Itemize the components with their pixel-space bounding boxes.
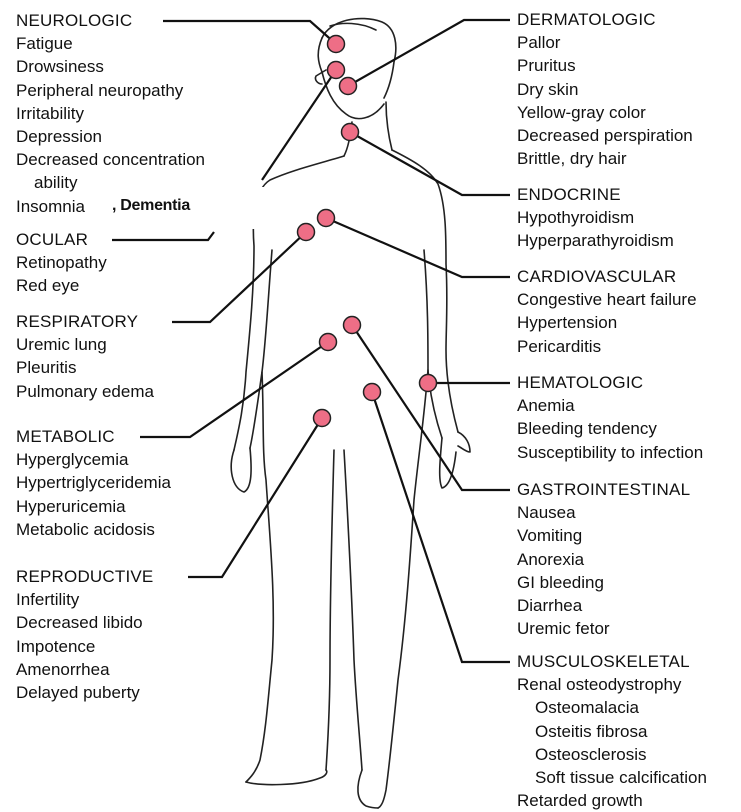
list-item: Pericarditis [517, 335, 697, 358]
leader-ocular-up [262, 70, 336, 180]
list-item: Hyperparathyroidism [517, 229, 674, 252]
list-item: Decreased concentration [16, 148, 205, 171]
group-endocrine: ENDOCRINE Hypothyroidism Hyperparathyroi… [517, 183, 674, 253]
leader-endocrine [350, 132, 510, 195]
group-title-reproductive: REPRODUCTIVE [16, 565, 153, 588]
dot-heart [318, 210, 335, 227]
dot-lung [298, 224, 315, 241]
list-item: Uremic fetor [517, 617, 690, 640]
list-item: Anemia [517, 394, 703, 417]
group-reproductive: REPRODUCTIVE Infertility Decreased libid… [16, 565, 153, 704]
dot-head [328, 36, 345, 53]
group-title-neurologic: NEUROLOGIC [16, 9, 205, 32]
list-item: Impotence [16, 635, 153, 658]
leader-dermatologic [348, 20, 510, 86]
list-item: Fatigue [16, 32, 205, 55]
group-ocular: OCULAR Retinopathy Red eye [16, 228, 107, 298]
list-item: Pleuritis [16, 356, 154, 379]
list-item: Depression [16, 125, 205, 148]
list-item: Vomiting [517, 524, 690, 547]
list-item: Hypothyroidism [517, 206, 674, 229]
dot-bone [364, 384, 381, 401]
list-item: Hypertension [517, 311, 697, 334]
leader-respiratory [172, 232, 306, 322]
dot-face [340, 78, 357, 95]
list-item: Decreased perspiration [517, 124, 693, 147]
list-item: Hyperuricemia [16, 495, 171, 518]
group-metabolic: METABOLIC Hyperglycemia Hypertriglycerid… [16, 425, 171, 541]
list-item: Pallor [517, 31, 693, 54]
list-item: Anorexia [517, 548, 690, 571]
list-item: Bleeding tendency [517, 417, 703, 440]
group-title-musculoskeletal: MUSCULOSKELETAL [517, 650, 707, 673]
list-item: Drowsiness [16, 55, 205, 78]
list-item: Retarded growth [517, 789, 707, 812]
list-item: Uremic lung [16, 333, 154, 356]
leader-cardiovascular [326, 218, 510, 277]
group-title-ocular: OCULAR [16, 228, 107, 251]
group-dermatologic: DERMATOLOGIC Pallor Pruritus Dry skin Ye… [517, 8, 693, 170]
list-item: Dry skin [517, 78, 693, 101]
group-title-metabolic: METABOLIC [16, 425, 171, 448]
leader-reproductive [188, 418, 322, 577]
dot-arm [420, 375, 437, 392]
list-item: Peripheral neuropathy [16, 79, 205, 102]
list-item: Brittle, dry hair [517, 147, 693, 170]
list-item: Yellow-gray color [517, 101, 693, 124]
leader-metabolic [140, 342, 328, 437]
list-item: Susceptibility to infection [517, 441, 703, 464]
dot-neck [342, 124, 359, 141]
list-item: Hypertriglyceridemia [16, 471, 171, 494]
list-item: Red eye [16, 274, 107, 297]
group-hematologic: HEMATOLOGIC Anemia Bleeding tendency Sus… [517, 371, 703, 464]
list-item: Retinopathy [16, 251, 107, 274]
list-item: Pruritus [517, 54, 693, 77]
list-item: Metabolic acidosis [16, 518, 171, 541]
list-item: Renal osteodystrophy [517, 673, 707, 696]
overlay-text: , Dementia [112, 197, 190, 215]
list-item: Hyperglycemia [16, 448, 171, 471]
list-item: Osteosclerosis [517, 743, 707, 766]
list-item: Osteomalacia [517, 696, 707, 719]
list-item: Pulmonary edema [16, 380, 154, 403]
group-title-respiratory: RESPIRATORY [16, 310, 154, 333]
list-item: Delayed puberty [16, 681, 153, 704]
list-item: Infertility [16, 588, 153, 611]
organ-dots [298, 36, 437, 427]
list-item: Irritability [16, 102, 205, 125]
group-musculoskeletal: MUSCULOSKELETAL Renal osteodystrophy Ost… [517, 650, 707, 812]
list-item: Diarrhea [517, 594, 690, 617]
dot-liver [320, 334, 337, 351]
group-title-gastrointestinal: GASTROINTESTINAL [517, 478, 690, 501]
dot-pelvis [314, 410, 331, 427]
group-cardiovascular: CARDIOVASCULAR Congestive heart failure … [517, 265, 697, 358]
list-item: Congestive heart failure [517, 288, 697, 311]
group-title-dermatologic: DERMATOLOGIC [517, 8, 693, 31]
dot-stomach [344, 317, 361, 334]
group-respiratory: RESPIRATORY Uremic lung Pleuritis Pulmon… [16, 310, 154, 403]
group-gastrointestinal: GASTROINTESTINAL Nausea Vomiting Anorexi… [517, 478, 690, 640]
group-title-endocrine: ENDOCRINE [517, 183, 674, 206]
dot-eye [328, 62, 345, 79]
group-title-hematologic: HEMATOLOGIC [517, 371, 703, 394]
leader-gastrointestinal [352, 325, 510, 490]
text-overlay: , Dementia [96, 187, 278, 229]
list-item: Soft tissue calcification [517, 766, 707, 789]
leader-ocular [112, 232, 214, 240]
list-item: GI bleeding [517, 571, 690, 594]
group-title-cardiovascular: CARDIOVASCULAR [517, 265, 697, 288]
list-item: Nausea [517, 501, 690, 524]
list-item: Osteitis fibrosa [517, 720, 707, 743]
list-item: Decreased libido [16, 611, 153, 634]
list-item: Amenorrhea [16, 658, 153, 681]
